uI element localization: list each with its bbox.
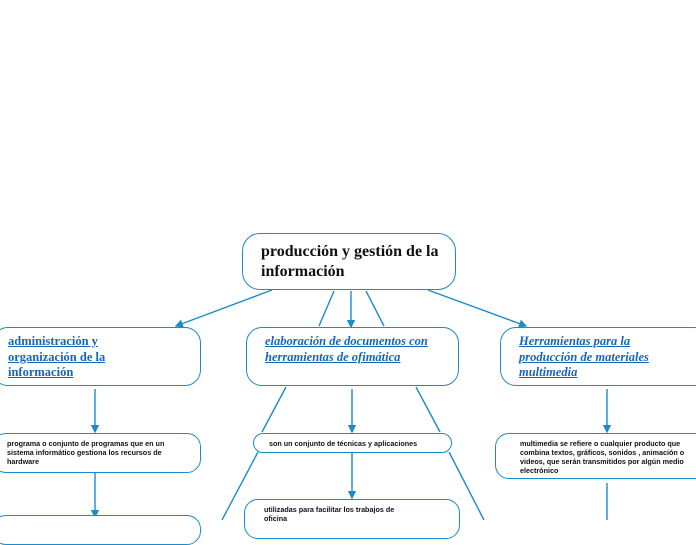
branch-2-child-2[interactable]: utilizadas para facilitar los trabajos d… — [244, 499, 460, 539]
branch-2-child-1-text: son un conjunto de técnicas y aplicacion… — [269, 439, 418, 448]
link-root-branch1 — [174, 289, 273, 328]
branch-node-2[interactable]: elaboración de documentos con herramient… — [246, 327, 459, 386]
link-branch2-right-b — [448, 451, 485, 520]
branch-1-child-1[interactable]: programa o conjunto de programas que en … — [0, 433, 201, 473]
root-node[interactable]: producción y gestión de la información — [242, 233, 456, 290]
branch-1-child-1-text: programa o conjunto de programas que en … — [7, 439, 165, 466]
link-root-branch2-left — [318, 290, 335, 327]
branch-3-child-1[interactable]: multimedia se refiere o cualquier produc… — [495, 433, 696, 479]
link-branch2-left-b — [221, 451, 259, 520]
link-root-branch3 — [427, 289, 528, 328]
branch-3-child-1-text: multimedia se refiere o cualquier produc… — [520, 439, 685, 475]
branch-node-3[interactable]: Herramientas para la producción de mater… — [500, 327, 696, 386]
link-root-branch2-right — [365, 290, 385, 327]
link-branch2-left-a — [261, 386, 287, 433]
branch-1-title: administración y organización de la info… — [8, 334, 106, 379]
branch-2-child-2-text: utilizadas para facilitar los trabajos d… — [264, 505, 395, 523]
connector-lines — [90, 289, 612, 520]
root-title: producción y gestión de la información — [261, 243, 439, 280]
branch-3-title: Herramientas para la producción de mater… — [519, 334, 649, 379]
branch-node-1[interactable]: administración y organización de la info… — [0, 327, 201, 386]
branch-2-child-1[interactable]: son un conjunto de técnicas y aplicacion… — [253, 433, 452, 453]
branch-2-title: elaboración de documentos con herramient… — [265, 334, 428, 364]
link-branch2-right-a — [415, 386, 441, 433]
